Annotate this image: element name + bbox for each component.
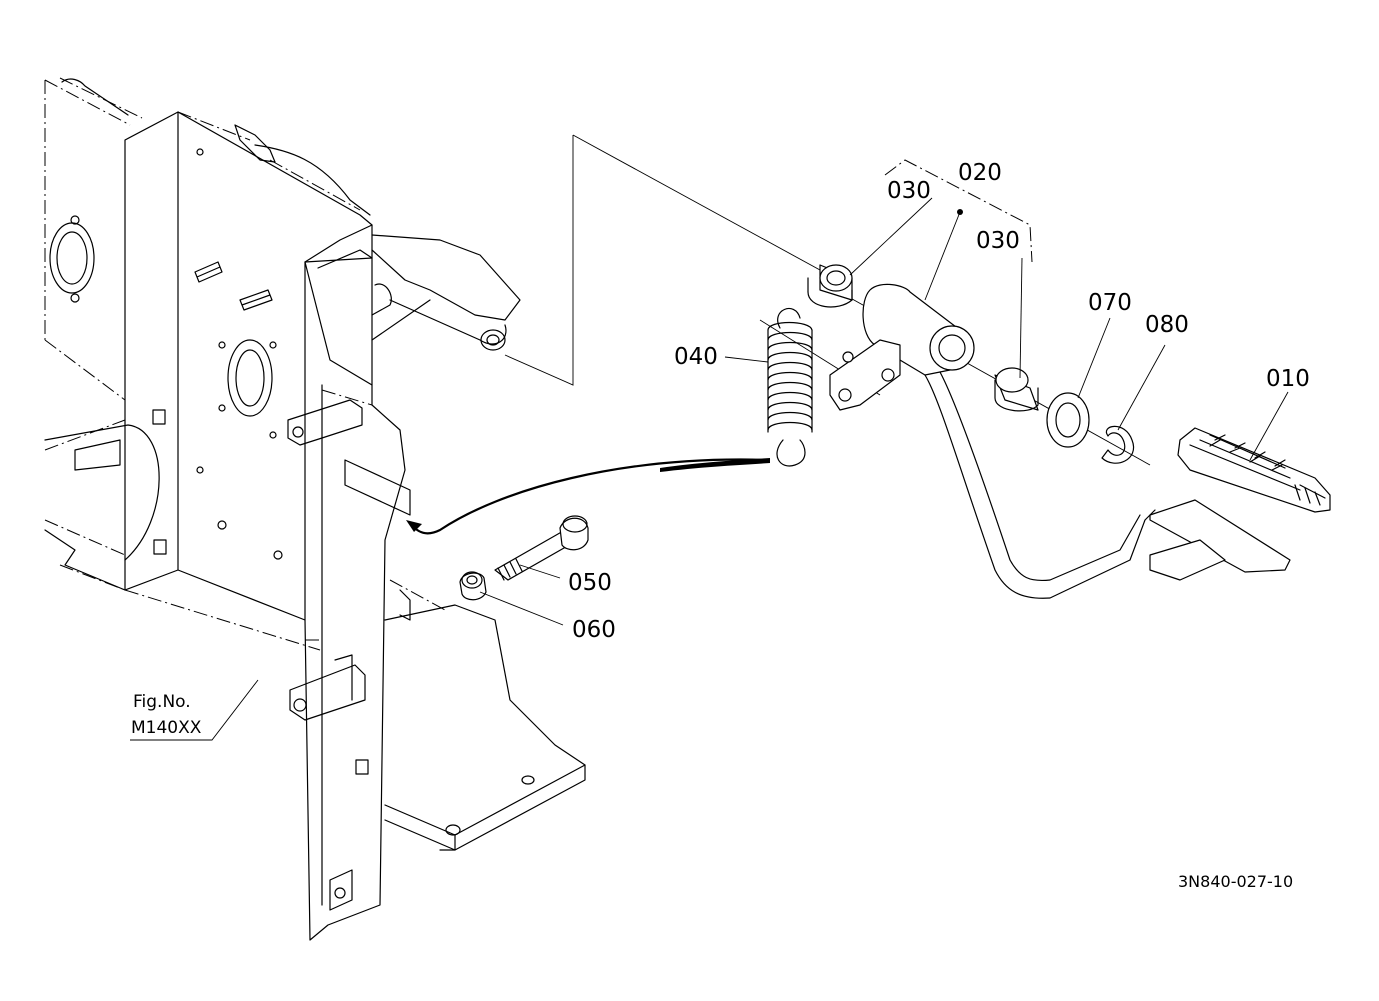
washer [1046, 392, 1090, 448]
pedal-pad [1177, 427, 1331, 513]
figure-ref-number: M140XX [131, 718, 202, 738]
figure-ref-label: Fig.No. [133, 692, 191, 712]
bushing-upper [807, 264, 853, 308]
arrow-head [406, 520, 422, 532]
spring-route-arrow [411, 458, 771, 535]
callout-080: 080 [1145, 312, 1189, 338]
nut [459, 571, 487, 601]
bolt [494, 515, 589, 581]
drawing-number: 3N840-027-10 [1178, 872, 1293, 891]
callout-050: 050 [568, 570, 612, 596]
return-spring [767, 307, 813, 467]
callout-020: 020 [958, 160, 1002, 186]
snap-ring [1101, 425, 1135, 464]
callout-010: 010 [1266, 366, 1310, 392]
pedal-arm [829, 283, 1156, 599]
bushing-lower [994, 367, 1039, 412]
pedal-plate [1149, 499, 1291, 581]
callout-030-upper: 030 [887, 178, 931, 204]
callout-060: 060 [572, 617, 616, 643]
callout-040: 040 [674, 344, 718, 370]
frame-assembly [44, 77, 586, 941]
callout-030-lower: 030 [976, 228, 1020, 254]
leader-lines [130, 159, 1289, 741]
callout-070: 070 [1088, 290, 1132, 316]
callout-labels: 030 020 030 070 080 010 040 050 060 Fig.… [131, 160, 1310, 891]
